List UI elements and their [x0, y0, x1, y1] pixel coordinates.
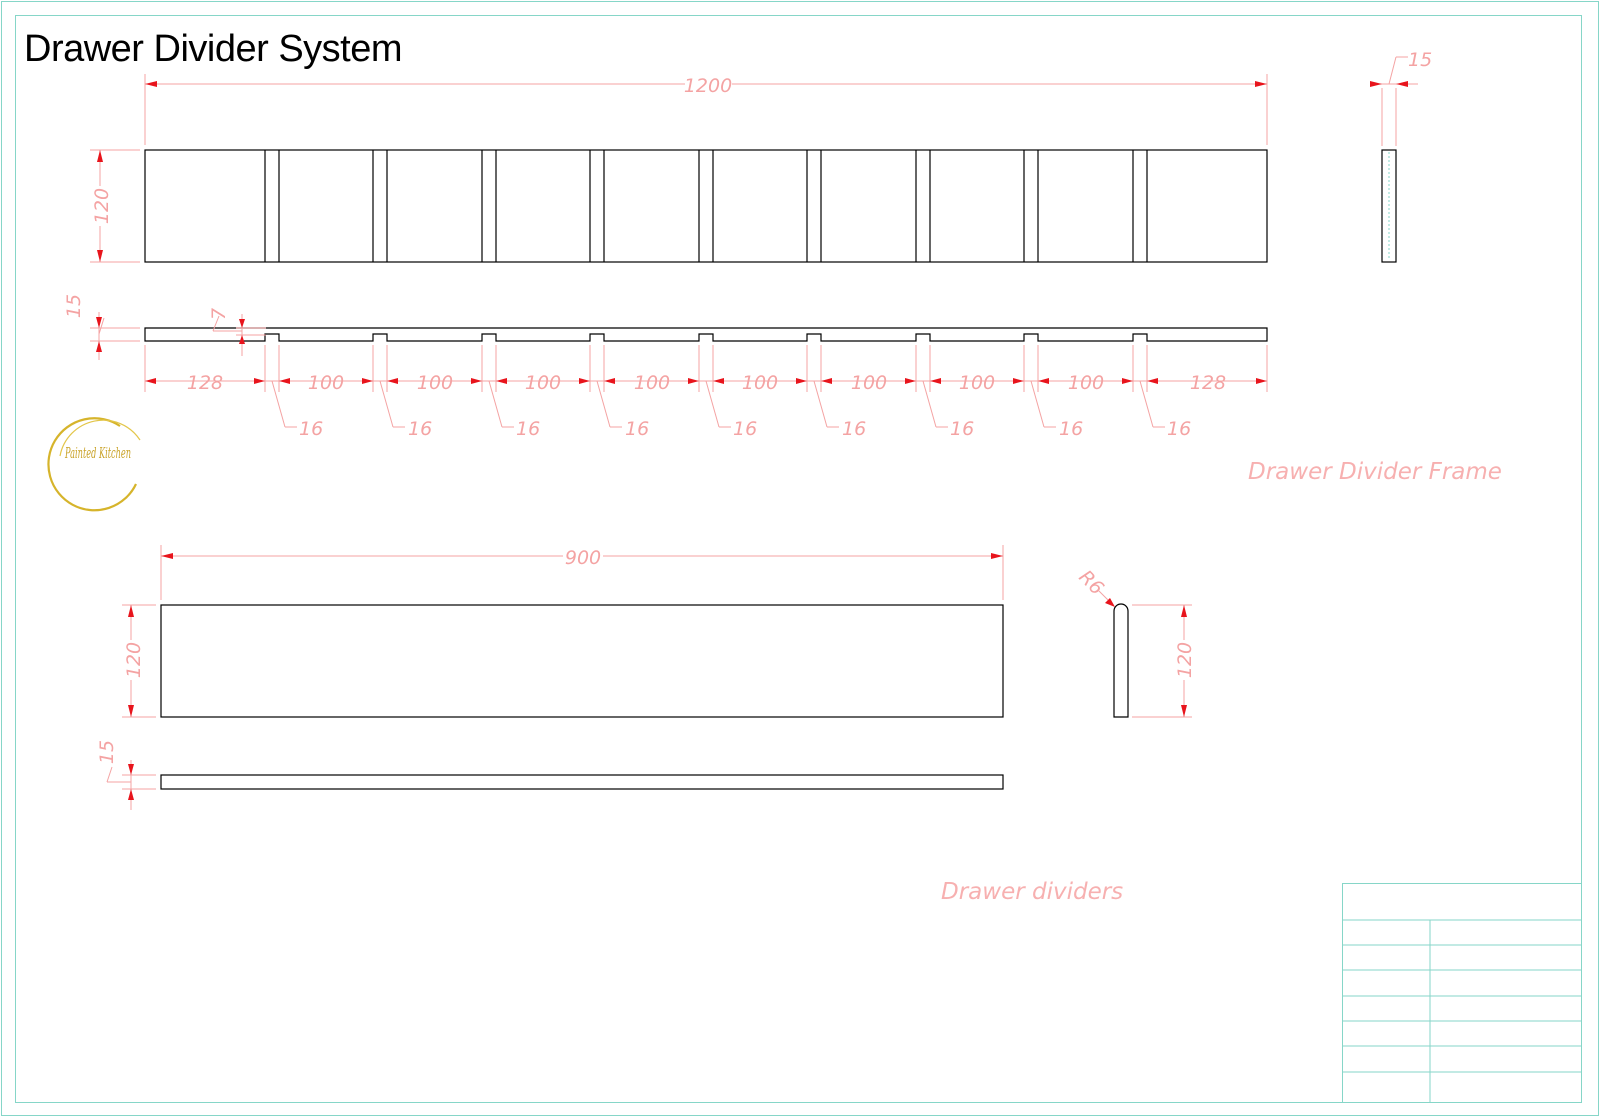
dim-overall-length: 1200: [144, 74, 1268, 145]
dim-edge-thickness-text: 15: [1408, 49, 1432, 71]
painted-kitchen-logo: Painted Kitchen: [47, 417, 141, 512]
dim-overall-length-text: 1200: [684, 75, 732, 97]
divider-front-view: [160, 604, 1004, 718]
dim-slot-width-text: 16: [516, 418, 540, 440]
dim-spacing-text: 100: [1068, 372, 1104, 394]
dim-spacing-text: 100: [308, 372, 344, 394]
dim-slot-width-text: 16: [1059, 418, 1083, 440]
dim-slot-width-text: 16: [1167, 418, 1191, 440]
frame-slot-lines: [264, 150, 1148, 262]
dim-frame-height: 120: [90, 149, 140, 263]
dim-divider-radius: R6: [1074, 566, 1115, 607]
dim-divider-thickness-text: 15: [96, 740, 118, 764]
divider-top-outline: [160, 774, 1004, 790]
dim-slot-width-text: 16: [299, 418, 323, 440]
dim-slot-width-text: 16: [625, 418, 649, 440]
dim-spacing-text: 100: [417, 372, 453, 394]
frame-top-view: [144, 327, 1268, 342]
dim-divider-thickness: 15: [96, 740, 156, 810]
frame-front-view: [144, 149, 1268, 263]
dim-spacing-text: 100: [742, 372, 778, 394]
dim-spacing-right-text: 128: [1190, 372, 1226, 394]
dim-slot-width-text: 16: [950, 418, 974, 440]
dim-spacing-text: 100: [851, 372, 887, 394]
logo-text: Painted Kitchen: [64, 444, 131, 462]
frame-view-label: Drawer Divider Frame: [1248, 459, 1502, 485]
dim-divider-height: 120: [122, 604, 156, 718]
dim-slot-depth: 7: [208, 308, 266, 356]
frame-edge-outline: [1381, 149, 1397, 263]
divider-top-view: [160, 774, 1004, 790]
divider-view-label: Drawer dividers: [941, 879, 1123, 905]
title-block-outline: [1342, 883, 1582, 1103]
divider-edge-outline: [1113, 603, 1129, 718]
frame-edge-view: 15: [1370, 49, 1432, 263]
divider-edge-view: [1113, 603, 1129, 718]
dim-divider-height-text: 120: [123, 642, 145, 678]
dim-slot-depth-text: 7: [208, 308, 230, 320]
dim-divider-length: 900: [160, 545, 1004, 600]
sheet-inner-border: [15, 15, 1582, 1103]
frame-top-outline: [144, 327, 1268, 342]
dim-spacing-text: 100: [959, 372, 995, 394]
dim-divider-edge-height: 120: [1132, 604, 1196, 718]
dim-frame-thickness-text: 15: [63, 294, 85, 318]
dim-spacing-chain: 128 128 100 100 100 100 100 100 100 100: [144, 345, 1268, 394]
dim-slot-width-text: 16: [842, 418, 866, 440]
dim-spacing-text: 100: [525, 372, 561, 394]
frame-front-outline: [144, 149, 1268, 263]
dim-spacing-text: 100: [634, 372, 670, 394]
dim-spacing-left-text: 128: [187, 372, 223, 394]
dim-slot-width-leaders: 16 16 16 16 16 16 16 16 16: [271, 380, 1191, 440]
dim-frame-thickness: 15: [63, 294, 140, 360]
dim-divider-edge-height-text: 120: [1174, 642, 1196, 678]
dim-slot-width-text: 16: [408, 418, 432, 440]
dim-slot-width-text: 16: [733, 418, 757, 440]
dim-divider-length-text: 900: [565, 547, 601, 569]
divider-front-outline: [160, 604, 1004, 718]
page-title: Drawer Divider System: [24, 28, 403, 70]
title-block: [1342, 883, 1582, 1103]
dim-frame-height-text: 120: [91, 188, 113, 224]
